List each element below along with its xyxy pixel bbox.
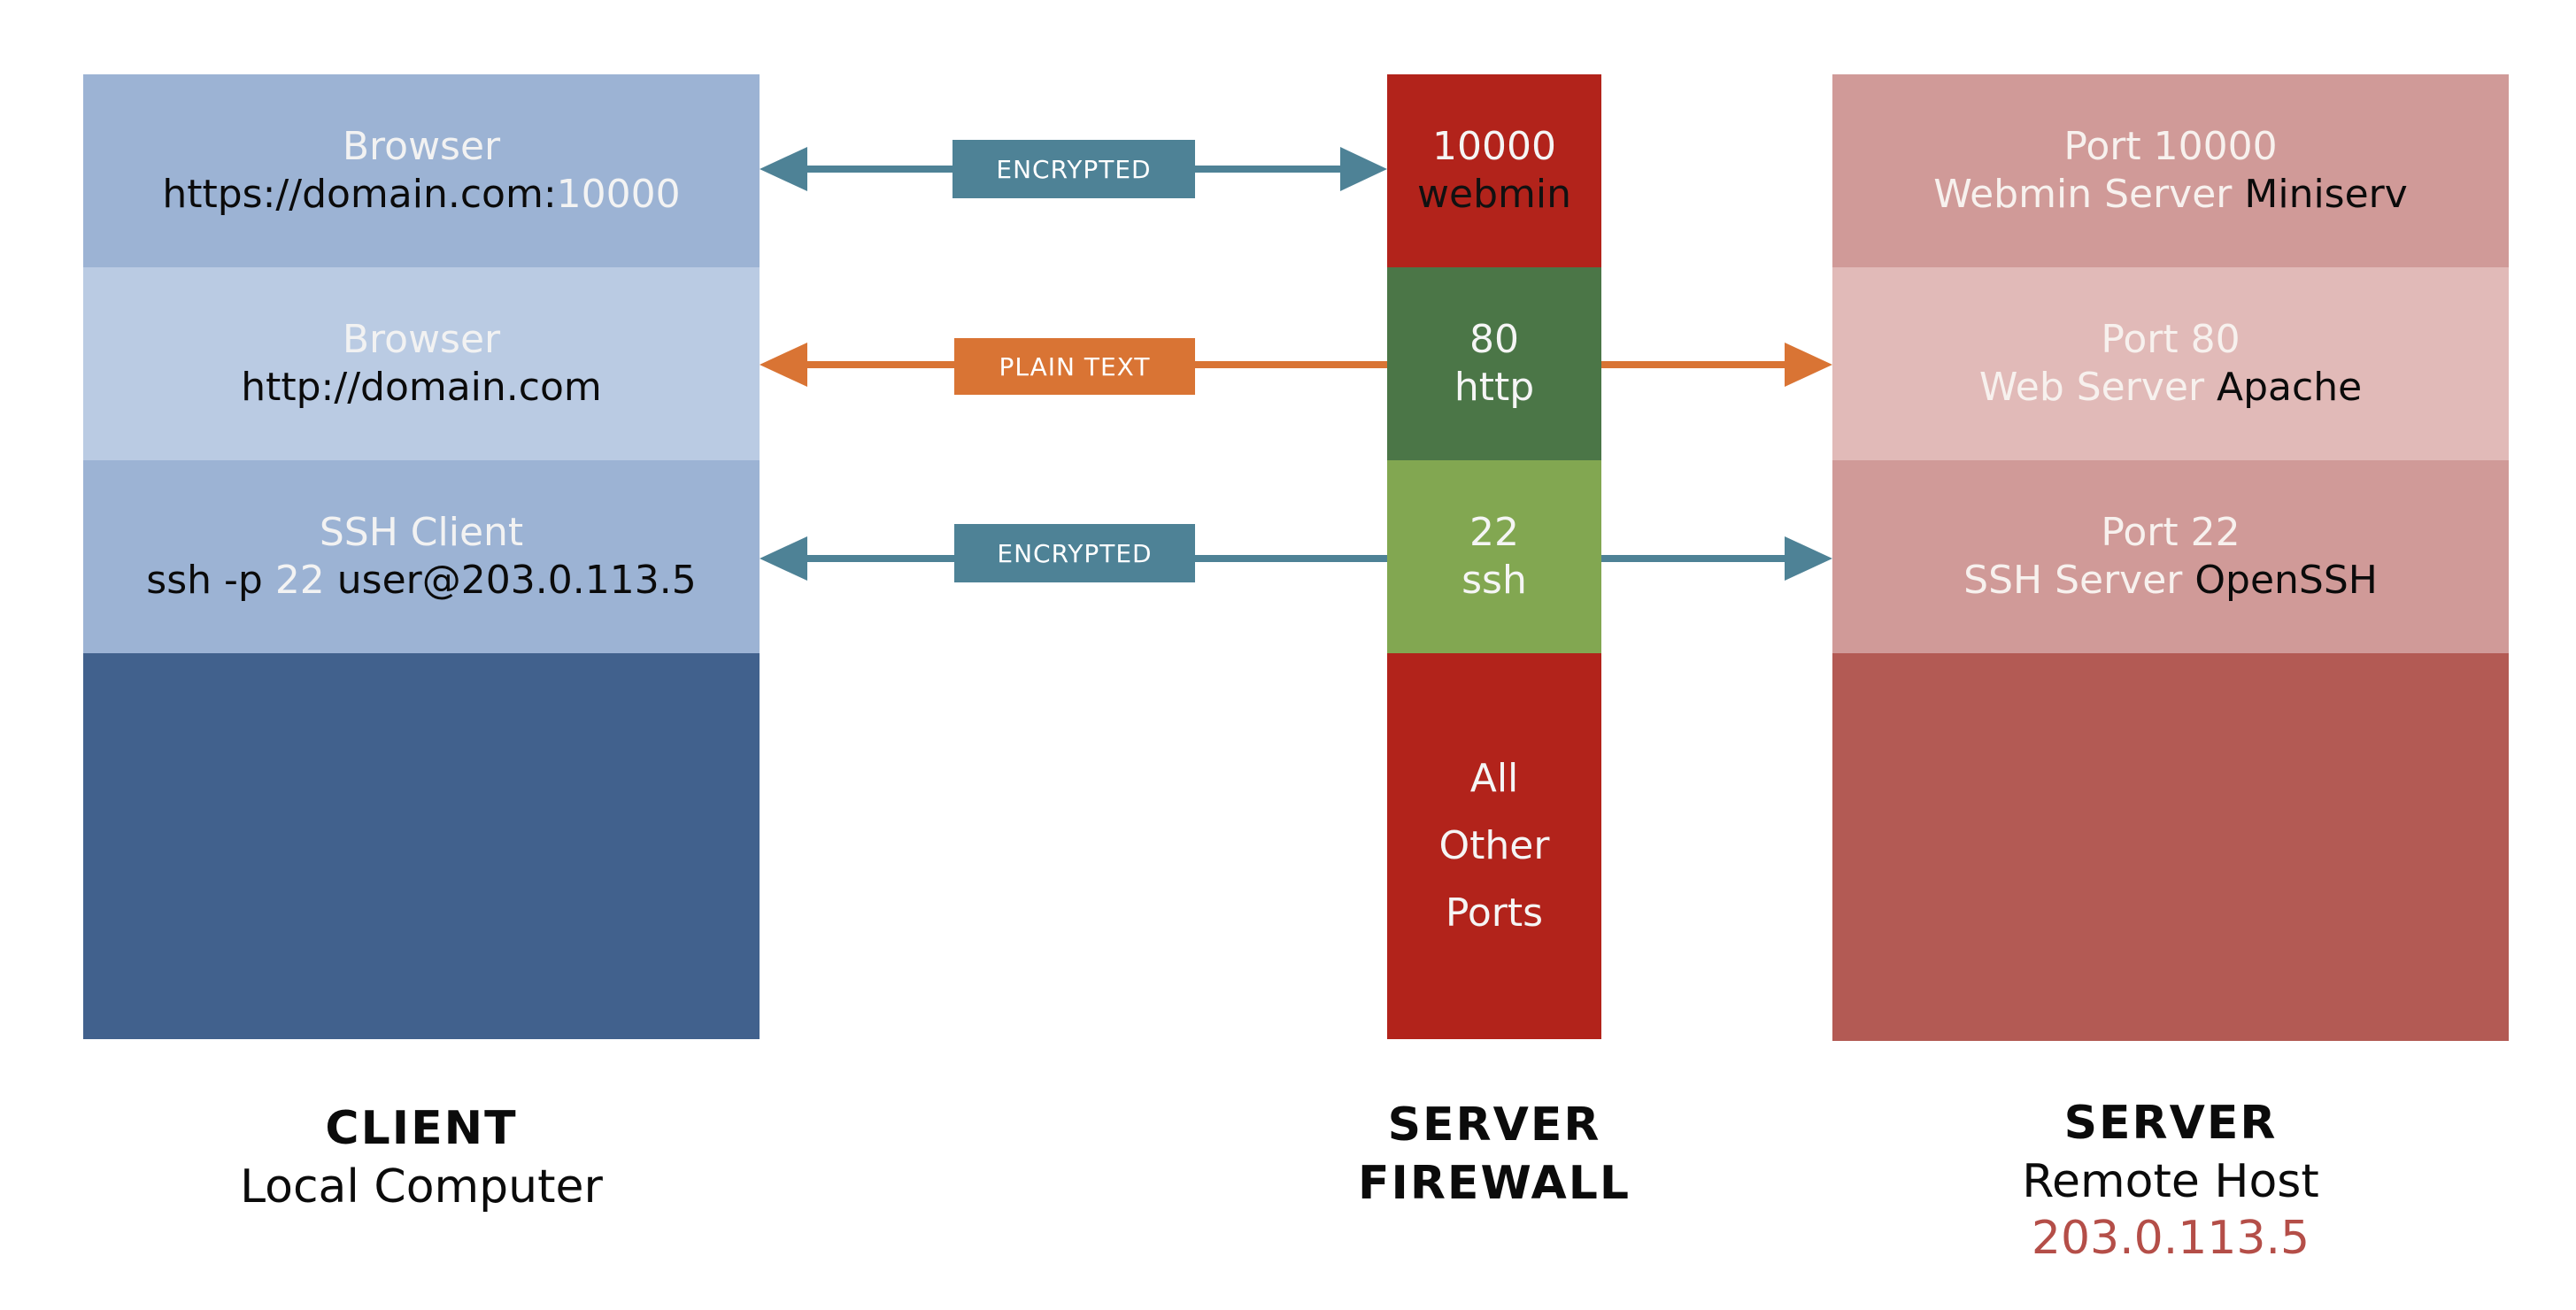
firewall-other-line: All [1469,756,1519,801]
firewall-other-line: Ports [1445,890,1544,936]
firewall-port-22: 22 ssh [1387,460,1601,653]
arrowhead-right-encrypted-2 [1785,536,1832,581]
server-software: Apache [2217,365,2363,410]
firewall-port-service: http [1454,365,1535,410]
server-caption-ip: 203.0.113.5 [2031,1212,2310,1265]
server-caption: SERVER Remote Host 203.0.113.5 [1832,1094,2509,1266]
connection-label-plain-text: PLAIN TEXT [954,338,1195,395]
client-row-command: https://domain.com:10000 [162,171,680,219]
connection-label-encrypted: ENCRYPTED [953,140,1195,198]
client-row-webmin-browser: Browser https://domain.com:10000 [83,74,760,267]
server-software: OpenSSH [2194,558,2378,603]
server-type: SSH Server [1963,558,2183,603]
arrowhead-left-encrypted-2 [760,536,807,581]
server-caption-title: SERVER [2063,1097,2278,1150]
client-row-ssh-client: SSH Client ssh -p 22 user@203.0.113.5 [83,460,760,653]
firewall-port-number: 10000 [1432,124,1556,169]
server-software: Miniserv [2244,172,2408,217]
command-text: user@203.0.113.5 [324,558,697,603]
server-row-webmin: Port 10000 Webmin Server Miniserv [1832,74,2509,267]
firewall-port-10000: 10000 webmin [1387,74,1601,267]
arrowhead-right-plain [1785,343,1832,387]
server-service: SSH Server OpenSSH [1963,557,2378,605]
server-caption-subtitle: Remote Host [2022,1155,2319,1208]
firewall-caption-line: FIREWALL [1358,1157,1631,1210]
firewall-port-number: 80 [1469,317,1519,362]
client-caption-subtitle: Local Computer [240,1160,603,1214]
command-text: http://domain.com [241,365,602,410]
server-service: Webmin Server Miniserv [1933,171,2408,219]
command-text: ssh -p [146,558,275,603]
firewall-port-number: 22 [1469,510,1519,555]
server-port: Port 80 [2101,317,2241,362]
firewall-caption-line: SERVER [1387,1098,1601,1152]
firewall-other-line: Other [1438,823,1550,868]
client-caption: CLIENT Local Computer [83,1099,760,1216]
firewall-port-service: webmin [1417,172,1571,217]
server-port: Port 22 [2101,510,2241,555]
server-type: Webmin Server [1933,172,2233,217]
client-row-label: Browser [342,124,501,169]
firewall-caption: SERVER FIREWALL [1273,1096,1716,1213]
arrowhead-left-encrypted-1 [760,147,807,191]
client-row-command: http://domain.com [241,364,602,412]
connection-label-encrypted: ENCRYPTED [954,524,1195,582]
client-row-command: ssh -p 22 user@203.0.113.5 [146,557,696,605]
command-text: https://domain.com: [162,172,557,217]
client-row-empty [83,653,760,1039]
command-port-highlight: 10000 [556,172,681,217]
firewall-other-ports: All Other Ports [1387,653,1601,1039]
arrowhead-left-plain [760,343,807,387]
server-service: Web Server Apache [1979,364,2362,412]
client-row-label: SSH Client [319,510,524,555]
client-caption-title: CLIENT [325,1102,518,1155]
client-row-http-browser: Browser http://domain.com [83,267,760,460]
server-port: Port 10000 [2063,124,2278,169]
firewall-port-service: ssh [1462,558,1527,603]
server-type: Web Server [1978,365,2205,410]
firewall-port-80: 80 http [1387,267,1601,460]
client-row-label: Browser [342,317,501,362]
command-port-highlight: 22 [274,558,325,603]
server-row-empty [1832,653,2509,1041]
arrowhead-right-encrypted-1 [1340,147,1387,191]
server-row-web: Port 80 Web Server Apache [1832,267,2509,460]
server-row-ssh: Port 22 SSH Server OpenSSH [1832,460,2509,653]
